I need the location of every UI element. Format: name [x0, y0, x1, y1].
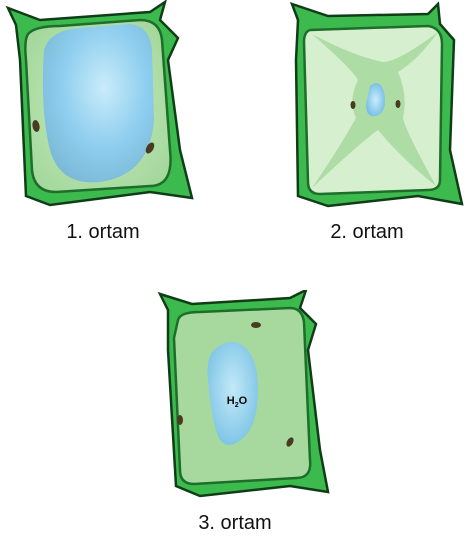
chloroplast	[396, 100, 401, 108]
cell-3-label: 3. ortam	[180, 512, 290, 535]
chloroplast	[251, 322, 261, 328]
cell-1-label: 1. ortam	[48, 221, 158, 244]
chloroplast	[351, 101, 356, 109]
cell-2-label: 2. ortam	[312, 221, 422, 244]
plant-cell-2	[268, 0, 467, 215]
vacuole	[43, 24, 154, 182]
water-label: H2O	[222, 395, 252, 409]
plant-cell-1	[0, 0, 200, 215]
chloroplast	[177, 415, 183, 425]
